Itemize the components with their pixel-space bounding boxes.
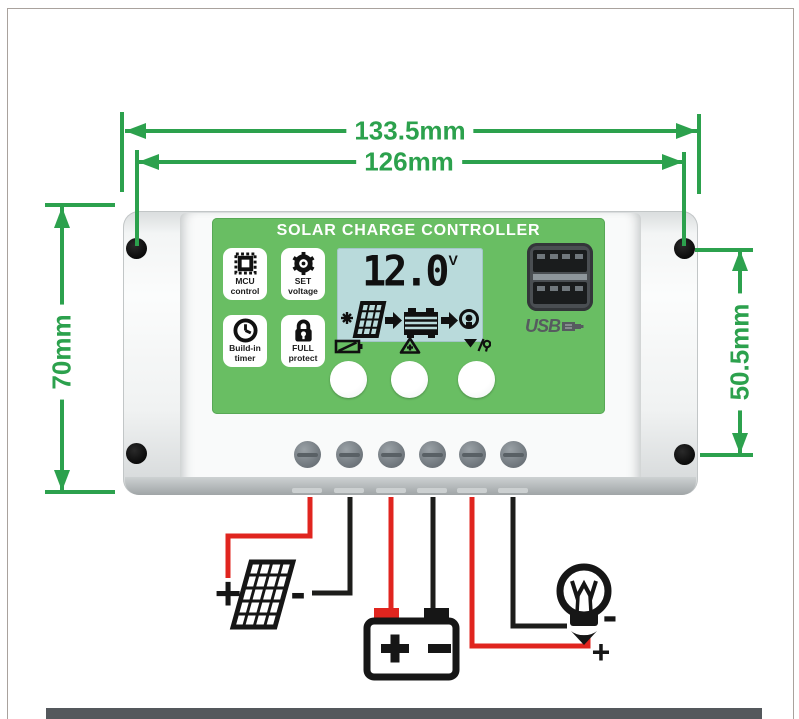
front-panel: SOLAR CHARGE CONTROLLER MCU control [212,218,605,414]
terminal-screw-solar-plus [294,441,321,468]
mcu-chip-icon [233,252,257,275]
dual-usb-port [527,243,593,311]
load-minus-sign: - [602,591,618,640]
usb-logo: USB [525,316,584,337]
terminal-slot [457,488,487,493]
feature-label: Build-in [229,343,261,353]
terminal-slot [376,488,406,493]
image-border [7,8,794,719]
lcd-voltage-value: 12.0 [362,248,449,296]
lamp-icon [459,309,479,329]
label-outer-width: 133.5mm [346,115,474,147]
feature-label: protect [288,352,318,363]
usb-plug-icon [562,322,584,331]
label-outer-height: 70mm [46,304,78,400]
load-plus-sign: + [591,634,611,670]
lcd-flow-icons [341,301,479,338]
feature-build-in-timer: Build-in timer [223,315,267,367]
controller-body: SOLAR CHARGE CONTROLLER MCU control [123,211,698,495]
bottom-bar [46,708,762,719]
battery-select-icon [334,339,364,359]
feature-label: timer [234,352,256,363]
sun-icon [341,312,353,324]
button-select [330,361,367,398]
lcd-display: 12.0 V [337,248,483,342]
terminal-screw-battery-minus [419,441,446,468]
controller-bottom-edge [125,477,696,495]
solar-plus-sign: + [214,567,242,619]
usb-divider [533,274,587,280]
gear-icon [292,251,314,276]
mounting-hole-bottom-left [126,443,147,464]
button-down [458,361,495,398]
feature-full-protect: FULL protect [281,315,325,367]
terminal-screw-solar-minus [336,441,363,468]
mounting-hole-bottom-right [674,444,695,465]
mounting-hole-top-right [674,238,695,259]
feature-mcu-control: MCU control [223,248,267,300]
solar-panel-icon [352,301,387,338]
solar-minus-sign: - [290,566,306,618]
mounting-hole-top-left [126,238,147,259]
terminal-slot [498,488,528,493]
terminal-screw-load-minus [500,441,527,468]
terminal-slot [417,488,447,493]
terminal-slot [292,488,322,493]
feature-label: SET [294,276,312,286]
arrow-icon [441,312,458,329]
decrease-load-icon [463,338,492,358]
battery-icon [404,308,438,338]
device-title: SOLAR CHARGE CONTROLLER [276,222,541,239]
increase-icon [399,337,421,359]
feature-label: MCU [235,276,255,286]
feature-label: FULL [292,343,314,353]
label-hole-width: 126mm [356,146,462,178]
clock-icon [232,318,258,343]
label-hole-height: 50.5mm [724,293,756,411]
arrow-icon [385,312,402,329]
feature-label: voltage [288,285,318,296]
lcd-voltage-unit: V [448,252,458,268]
button-up [391,361,428,398]
terminal-screw-load-plus [459,441,486,468]
feature-label: control [230,285,260,296]
feature-set-voltage: SET voltage [281,248,325,300]
terminal-screw-battery-plus [378,441,405,468]
usb-port-a [533,250,587,272]
usb-port-b [533,282,587,304]
terminal-slot [334,488,364,493]
padlock-icon [294,319,312,342]
usb-logo-text: USB [525,316,561,336]
